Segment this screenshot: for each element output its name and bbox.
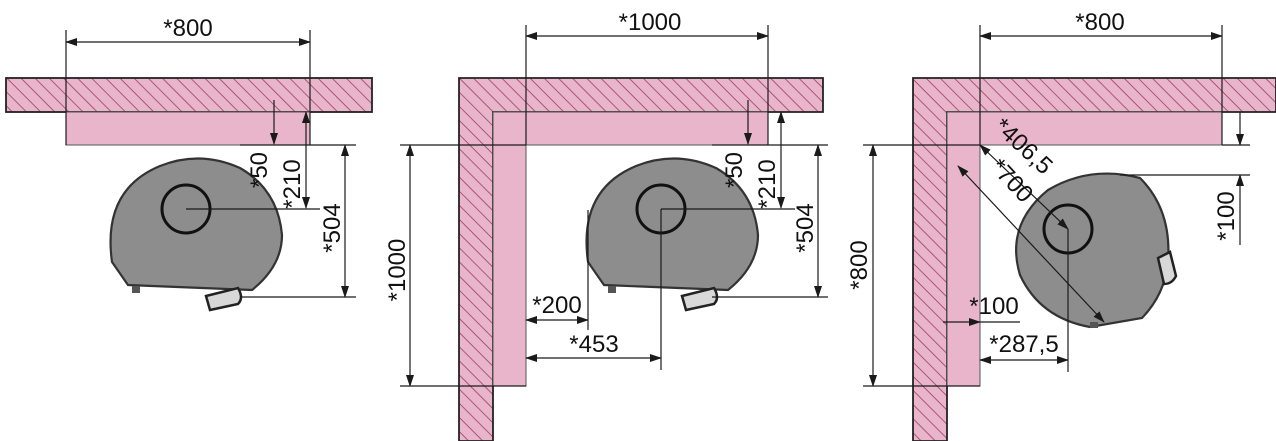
- door-handle-icon: [1156, 250, 1178, 286]
- label-wall-gap: *50: [246, 152, 273, 188]
- stove-body-icon: [1015, 172, 1170, 329]
- clearance-zone: [65, 111, 311, 146]
- door-handle-icon: [204, 286, 243, 312]
- label-wall-gap: *50: [721, 152, 748, 188]
- stove-foot-icon: [1090, 322, 1098, 328]
- label-side-height: *800: [846, 240, 873, 289]
- label-side-height: *1000: [384, 239, 411, 302]
- stove-body-icon: [109, 157, 284, 292]
- door-handle-icon: [680, 286, 719, 312]
- label-side-gap: *100: [969, 293, 1018, 320]
- label-flue-offset: *210: [279, 159, 306, 208]
- stove: [585, 157, 760, 312]
- stove: [109, 157, 284, 312]
- label-side-flue-offset: *287,5: [989, 331, 1058, 358]
- stove-body-icon: [585, 157, 760, 292]
- label-flue-offset: *210: [754, 159, 781, 208]
- label-depth: *504: [792, 203, 819, 252]
- stove: [1015, 172, 1178, 329]
- layout-corner-diagonal: *800 *406,5 *700 *100 *800 *100 *287,5: [846, 9, 1276, 441]
- label-side-flue-offset: *453: [569, 331, 618, 358]
- back-wall: [5, 77, 373, 113]
- label-top-width: *800: [1075, 9, 1124, 36]
- label-right-offset: *100: [1213, 191, 1240, 240]
- label-depth: *504: [319, 203, 346, 252]
- layout-corner-straight: *1000 *50 *210 *504 *1000 *200 *453: [384, 9, 828, 441]
- stove-foot-icon: [608, 286, 616, 293]
- layout-wall-mounted: *800 *50 *210 *504: [5, 15, 373, 312]
- label-top-width: *1000: [619, 9, 682, 36]
- label-top-width: *800: [163, 15, 212, 42]
- stove-foot-icon: [132, 286, 140, 293]
- label-side-gap: *200: [532, 292, 581, 319]
- dim-line-diagonal-depth: [957, 165, 1105, 323]
